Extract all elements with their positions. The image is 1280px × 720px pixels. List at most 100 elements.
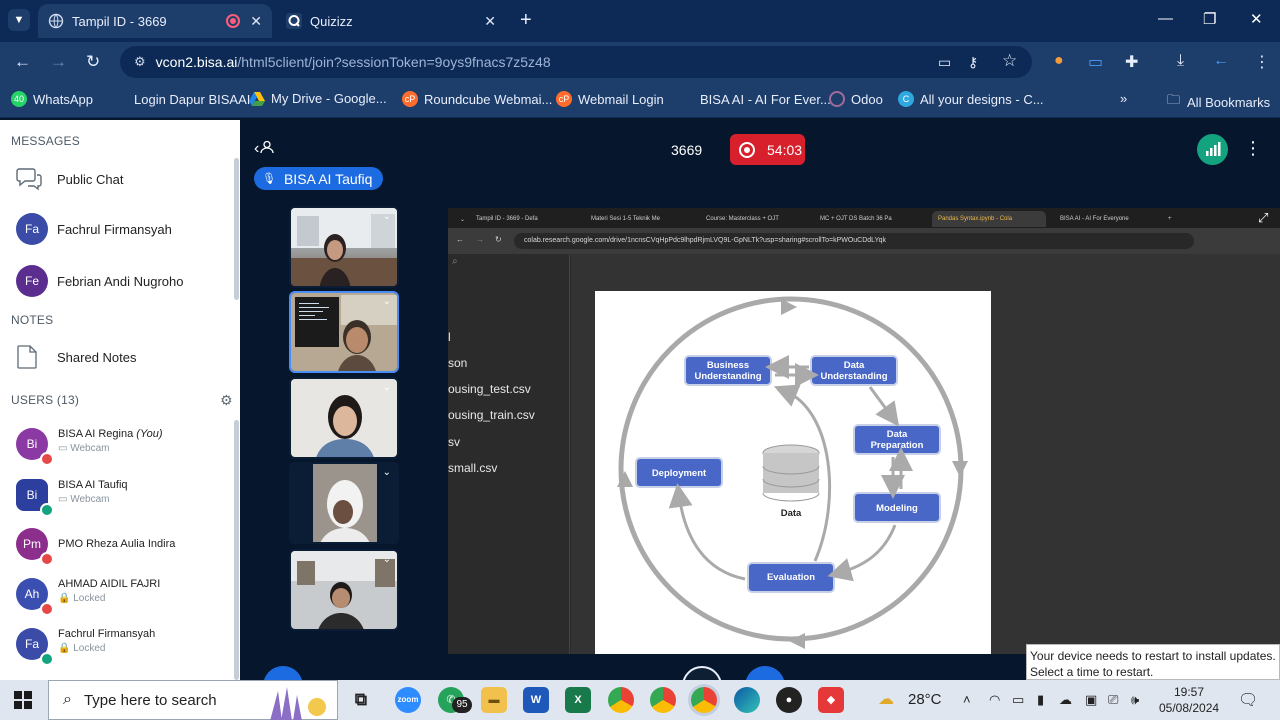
cast-icon[interactable]: ▭ — [1088, 54, 1104, 71]
meeting-title: 3669 — [671, 142, 703, 158]
all-bookmarks-button[interactable]: 🗀 All Bookmarks — [1167, 91, 1270, 113]
restore-window-icon[interactable]: ❐ — [1203, 11, 1217, 28]
shared-notes-item[interactable]: Shared Notes — [16, 345, 137, 369]
browser-tab-tampil[interactable]: Tampil ID - 3669 ✕ — [38, 4, 272, 38]
public-chat-item[interactable]: Public Chat — [16, 167, 123, 191]
bookmark-label: Login Dapur BISAAI — [134, 91, 251, 107]
whatsapp-icon: 40 — [11, 91, 27, 107]
recording-button[interactable]: 54:03 — [730, 134, 805, 165]
wifi-icon[interactable]: ◠ — [989, 692, 1001, 707]
options-menu-icon[interactable]: ⋮ — [1244, 138, 1262, 158]
chat-scrollbar[interactable] — [234, 158, 239, 300]
avatar: Fe — [16, 265, 48, 297]
users-section-title: USERS (13) — [11, 393, 80, 407]
battery-icon[interactable]: ▭ — [1012, 692, 1025, 707]
fullscreen-icon[interactable]: ⤢ — [1258, 210, 1269, 225]
close-tab-icon[interactable]: ✕ — [250, 12, 262, 29]
chrome-app-icon[interactable] — [691, 687, 717, 713]
minimize-window-icon[interactable]: — — [1158, 10, 1173, 27]
task-view-icon[interactable]: ⧉ — [354, 690, 368, 709]
webcam-tile[interactable]: ⌄ — [289, 206, 399, 288]
webcam-tile[interactable]: ⌄ — [289, 462, 399, 544]
profile-arrow-icon[interactable]: ← — [1213, 52, 1229, 69]
bookmark-odoo[interactable]: Odoo — [829, 91, 883, 107]
word-app-icon[interactable]: W — [523, 687, 549, 713]
site-settings-icon[interactable]: ⚙ — [134, 54, 146, 69]
address-bar[interactable]: ⚙ vcon2.bisa.ai/html5client/join?session… — [120, 46, 1032, 78]
bookmarks-overflow-icon[interactable]: » — [1120, 91, 1128, 106]
zoom-app-icon[interactable]: zoom — [395, 687, 421, 713]
chrome-app-icon[interactable] — [608, 687, 634, 713]
extension-icon[interactable]: ● — [1054, 52, 1064, 69]
volume-icon[interactable]: 🕪 — [1131, 692, 1140, 707]
user-list-item[interactable]: Fa Fachrul Firmansyah 🔒 Locked — [16, 628, 155, 666]
clock-date: 05/08/2024 — [1159, 701, 1220, 715]
camera-icon[interactable]: ▭ — [938, 54, 952, 70]
user-list-item[interactable]: Ah AHMAD AIDIL FAJRI 🔒 Locked — [16, 578, 160, 616]
chrome-menu-icon[interactable]: ⋮ — [1254, 54, 1270, 71]
password-key-icon[interactable]: ⚷ — [968, 54, 979, 70]
system-clock[interactable]: 19:57 05/08/2024 — [1159, 684, 1219, 716]
bookmark-webmail[interactable]: cP Webmail Login — [556, 91, 664, 107]
user-list-item[interactable]: Bi BISA AI Taufiq ▭ Webcam — [16, 479, 128, 517]
file-explorer-icon[interactable]: ▬ — [481, 687, 507, 713]
bookmark-canva[interactable]: C All your designs - C... — [898, 91, 1044, 107]
users-scrollbar[interactable] — [234, 420, 239, 680]
webcam-tile[interactable]: ⌄ — [289, 377, 399, 459]
anydesk-app-icon[interactable]: ◆ — [818, 687, 844, 713]
cloud-sync-icon[interactable]: ☁ — [1059, 692, 1072, 707]
microphone-icon: 🎙 — [262, 173, 276, 185]
bookmark-roundcube[interactable]: cP Roundcube Webmai... — [402, 91, 552, 107]
bookmark-star-icon[interactable]: ☆ — [1002, 51, 1018, 70]
obs-app-icon[interactable]: ● — [776, 687, 802, 713]
new-tab-button[interactable]: + — [520, 9, 532, 31]
close-tab-icon[interactable]: ✕ — [484, 12, 496, 29]
chevron-down-icon[interactable]: ⌄ — [382, 554, 391, 565]
chevron-down-icon[interactable]: ⌄ — [382, 467, 391, 478]
bookmark-dapur-bisaai[interactable]: Login Dapur BISAAI — [112, 91, 250, 107]
chrome-app-icon[interactable] — [650, 687, 676, 713]
battery-level-icon[interactable]: ▮ — [1037, 692, 1045, 707]
muted-mic-icon — [40, 602, 54, 616]
close-window-icon[interactable]: ✕ — [1250, 11, 1263, 28]
toggle-user-list-icon[interactable]: ‹ — [254, 140, 274, 158]
bookmarks-bar: 40 WhatsApp Login Dapur BISAAI My Drive … — [0, 82, 1280, 118]
bookmark-my-drive[interactable]: My Drive - Google... — [249, 91, 387, 106]
user-list-item[interactable]: Bi BISA AI Regina (You) ▭ Webcam — [16, 428, 163, 466]
file-item: son — [448, 356, 468, 370]
tab-search-button[interactable]: ▼ — [8, 9, 30, 31]
chevron-down-icon[interactable]: ⌄ — [382, 382, 391, 393]
forward-arrow-icon[interactable]: → — [50, 52, 67, 71]
bookmark-bisa-ai[interactable]: BISA AI - AI For Ever... — [678, 91, 831, 107]
browser-tab-quizizz[interactable]: Quizizz ✕ — [276, 4, 506, 38]
chevron-down-icon[interactable]: ⌄ — [382, 296, 391, 307]
private-chat-item[interactable]: Fe Febrian Andi Nugroho — [16, 265, 183, 297]
user-settings-gear-icon[interactable]: ⚙ — [220, 392, 233, 408]
windows-start-icon[interactable] — [14, 691, 32, 709]
show-hidden-icons-chevron-icon[interactable]: ˄ — [963, 692, 971, 707]
taskbar-search-box[interactable]: ⌕ Type here to search — [48, 680, 338, 720]
user-list-item[interactable]: Pm PMO Rheza Aulia Indira — [16, 528, 175, 566]
windows-update-notification[interactable]: Your device needs to restart to install … — [1026, 644, 1280, 680]
excel-app-icon[interactable]: X — [565, 687, 591, 713]
weather-icon[interactable]: ☁ — [878, 691, 894, 708]
notifications-icon[interactable]: 🗨 — [1238, 692, 1259, 709]
screenshare-view[interactable]: ⌄ Tampil ID - 3669 - Defa Materi Sesi 1-… — [448, 208, 1280, 654]
display-icon[interactable]: ⎚ — [1108, 692, 1119, 707]
private-chat-item[interactable]: Fa Fachrul Firmansyah — [16, 213, 172, 245]
weather-temperature[interactable]: 28°C — [908, 691, 942, 708]
reload-icon[interactable]: ↻ — [86, 52, 101, 71]
edge-app-icon[interactable] — [734, 687, 760, 713]
user-status: ▭ Webcam — [58, 443, 110, 454]
chat-bubble-icon — [16, 168, 42, 191]
extensions-puzzle-icon[interactable]: ✚ — [1125, 54, 1139, 71]
bookmark-whatsapp[interactable]: 40 WhatsApp — [11, 91, 93, 107]
chevron-down-icon[interactable]: ⌄ — [382, 211, 391, 222]
download-icon[interactable]: ⤓ — [1177, 52, 1185, 69]
webcam-tile[interactable]: ⌄ — [289, 549, 399, 631]
webcam-tile[interactable]: ⌄ — [289, 291, 399, 373]
connection-status-button[interactable] — [1197, 134, 1228, 165]
capture-icon[interactable]: ▣ — [1085, 692, 1098, 707]
back-arrow-icon[interactable]: ← — [14, 52, 31, 71]
